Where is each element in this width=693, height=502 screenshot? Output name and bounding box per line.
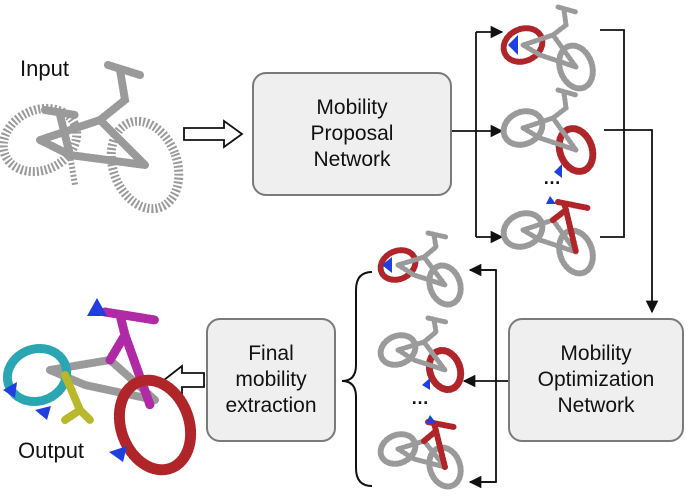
input-label: Input bbox=[20, 56, 69, 81]
motion-axis-cone-icon bbox=[35, 406, 51, 420]
proposal-candidate-3-bike-icon bbox=[500, 196, 596, 277]
optimization-ellipsis: … bbox=[411, 388, 430, 408]
motion-axis-cone-icon bbox=[554, 164, 562, 178]
optimized-candidate-3-bike-icon bbox=[377, 415, 464, 490]
proposal-box-line-3: Network bbox=[313, 148, 391, 171]
extraction-box-line-3: extraction bbox=[225, 394, 317, 417]
motion-axis-cone-icon bbox=[508, 35, 518, 55]
proposal-box-line-1: Mobility bbox=[316, 96, 388, 119]
proposal-ellipsis: … bbox=[543, 168, 562, 188]
optimization-box-line-2: Optimization bbox=[537, 368, 655, 391]
motion-axis-cone-icon bbox=[3, 382, 17, 398]
motion-axis-cone-icon bbox=[426, 415, 436, 423]
proposal-candidate-2-bike-icon bbox=[500, 87, 597, 178]
motion-axis-cone-icon bbox=[422, 378, 430, 390]
mobility-optimization-network-box: Mobility Optimization Network bbox=[508, 318, 684, 442]
mobility-proposal-network-box: Mobility Proposal Network bbox=[252, 72, 452, 196]
input-bike-icon bbox=[0, 61, 184, 214]
optimization-box-line-3: Network bbox=[557, 394, 635, 417]
output-bike-icon bbox=[2, 298, 197, 476]
optimization-box-line-1: Mobility bbox=[560, 342, 632, 365]
optimized-candidate-2-bike-icon bbox=[377, 315, 465, 393]
proposal-box-line-2: Proposal bbox=[310, 122, 394, 145]
motion-axis-cone-icon bbox=[382, 257, 392, 273]
motion-axis-cone-icon bbox=[546, 196, 556, 204]
output-label: Output bbox=[18, 438, 85, 463]
extraction-box-line-1: Final bbox=[248, 342, 294, 365]
optimized-candidate-1-bike-icon bbox=[377, 230, 464, 308]
hollow-arrow-icon-1 bbox=[183, 119, 244, 149]
motion-axis-cone-icon bbox=[87, 298, 107, 316]
motion-axis-cone-icon bbox=[109, 446, 127, 462]
final-mobility-extraction-box: Final mobility extraction bbox=[206, 318, 336, 442]
extraction-box-line-2: mobility bbox=[235, 368, 307, 391]
proposal-candidate-1-bike-icon bbox=[500, 4, 596, 92]
